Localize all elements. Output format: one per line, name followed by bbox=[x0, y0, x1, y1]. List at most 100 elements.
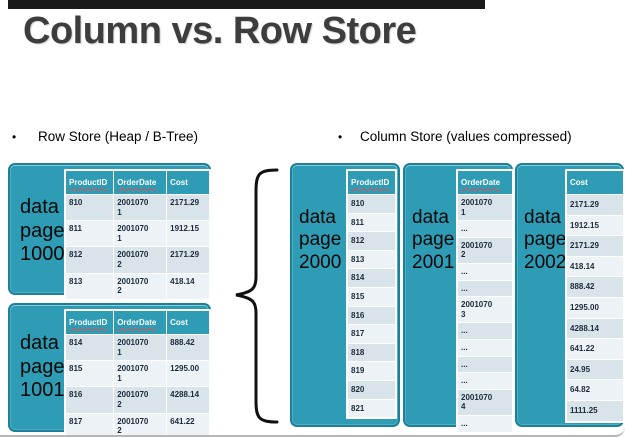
column-header-productid: ProductID bbox=[348, 171, 395, 194]
table-row: 815 bbox=[348, 287, 395, 306]
table-row: ... bbox=[458, 356, 512, 373]
column-header-orderdate: OrderDate bbox=[458, 171, 512, 194]
table-row: ... bbox=[458, 373, 512, 389]
table-row: 20010701 bbox=[458, 195, 512, 221]
table-cell: 20010703 bbox=[458, 297, 512, 323]
table-cell: 1912.15 bbox=[167, 221, 209, 247]
table-cell: 1111.25 bbox=[567, 400, 623, 421]
table-cell: ... bbox=[458, 221, 512, 237]
table-row: ... bbox=[458, 221, 512, 237]
table-row: 814 bbox=[348, 269, 395, 287]
table-cell: 815 bbox=[66, 361, 114, 387]
table-header-row: ProductID bbox=[348, 171, 395, 194]
table-header-row: OrderDate bbox=[458, 171, 512, 194]
table-row: 1295.00 bbox=[567, 297, 623, 318]
table-cell: 819 bbox=[348, 362, 395, 380]
column-header-label: Cost bbox=[570, 178, 588, 187]
table-cell: 4288.14 bbox=[167, 387, 209, 413]
table-cell: 812 bbox=[348, 232, 395, 250]
table-cell: 20010701 bbox=[114, 221, 167, 247]
table-cell: 2171.29 bbox=[167, 247, 209, 273]
table-row: 64.82 bbox=[567, 380, 623, 400]
table-cell: 820 bbox=[348, 380, 395, 399]
table-cell: ... bbox=[458, 356, 512, 373]
table-cell: 816 bbox=[66, 387, 114, 413]
curly-brace bbox=[235, 168, 279, 424]
data-page-2002-label: data page 2002 bbox=[524, 207, 567, 273]
data-page-2001-label: data page 2001 bbox=[412, 207, 455, 273]
table-cell: 813 bbox=[348, 250, 395, 269]
table-row: 418.14 bbox=[567, 256, 623, 277]
table-cell: 20010702 bbox=[458, 237, 512, 263]
table-row: ... bbox=[458, 323, 512, 339]
column-header-label: Cost bbox=[170, 178, 188, 187]
table-cell: 24.95 bbox=[567, 359, 623, 380]
table-cell: 20010704 bbox=[458, 389, 512, 415]
bullet-column-store-label: Column Store (values compressed) bbox=[360, 129, 572, 144]
table-row: 813 bbox=[348, 250, 395, 269]
table-cell: ... bbox=[458, 280, 512, 297]
table-cell: 1295.00 bbox=[567, 297, 623, 318]
column-header-orderdate: OrderDate bbox=[114, 311, 167, 334]
table-cell: 888.42 bbox=[567, 277, 623, 297]
table-cell: 814 bbox=[66, 335, 114, 361]
data-page-1000-label: data page 1000 bbox=[20, 196, 65, 266]
table-row: 810 bbox=[348, 195, 395, 213]
table-cell: ... bbox=[458, 339, 512, 356]
column-header-orderdate: OrderDate bbox=[114, 171, 167, 194]
table-row: 821 bbox=[348, 399, 395, 418]
column-header-label: OrderDate bbox=[117, 318, 157, 327]
table-row: 812 bbox=[348, 232, 395, 250]
table-cell: 20010701 bbox=[114, 361, 167, 387]
table-row: 24.95 bbox=[567, 359, 623, 380]
table-cell: 812 bbox=[66, 247, 114, 273]
top-accent-bar bbox=[8, 0, 485, 9]
column-header-label: ProductID bbox=[351, 178, 390, 187]
table-cell: 4288.14 bbox=[567, 318, 623, 339]
table-row: 819 bbox=[348, 362, 395, 380]
table-cell: 2171.29 bbox=[567, 195, 623, 215]
table-cell: 641.22 bbox=[567, 339, 623, 359]
data-page-1001-label: data page 1001 bbox=[20, 332, 65, 402]
table-cell: 813 bbox=[66, 273, 114, 299]
column-header-cost: Cost bbox=[167, 171, 209, 194]
table-row: 20010703 bbox=[458, 297, 512, 323]
table-cell: 811 bbox=[348, 213, 395, 232]
table-cell: 20010701 bbox=[114, 335, 167, 361]
column-header-productid: ProductID bbox=[66, 171, 114, 194]
table-row: 820 bbox=[348, 380, 395, 399]
table-cell: 20010701 bbox=[458, 195, 512, 221]
table-cell: 816 bbox=[348, 306, 395, 325]
table-cell: ... bbox=[458, 373, 512, 389]
table-row: 1912.15 bbox=[567, 215, 623, 236]
table-row: 2171.29 bbox=[567, 236, 623, 256]
table-cell: 888.42 bbox=[167, 335, 209, 361]
table-cell: 811 bbox=[66, 221, 114, 247]
column-header-label: OrderDate bbox=[117, 178, 157, 187]
bullet-row-store: • Row Store (Heap / B-Tree) bbox=[12, 129, 198, 145]
table-row: 888.42 bbox=[567, 277, 623, 297]
table-cell: 20010701 bbox=[114, 195, 167, 221]
column-header-label: ProductID bbox=[69, 318, 108, 327]
table-row: 4288.14 bbox=[567, 318, 623, 339]
table-row: 818 bbox=[348, 343, 395, 362]
table-cell: 818 bbox=[348, 343, 395, 362]
table-cell: 1912.15 bbox=[567, 215, 623, 236]
